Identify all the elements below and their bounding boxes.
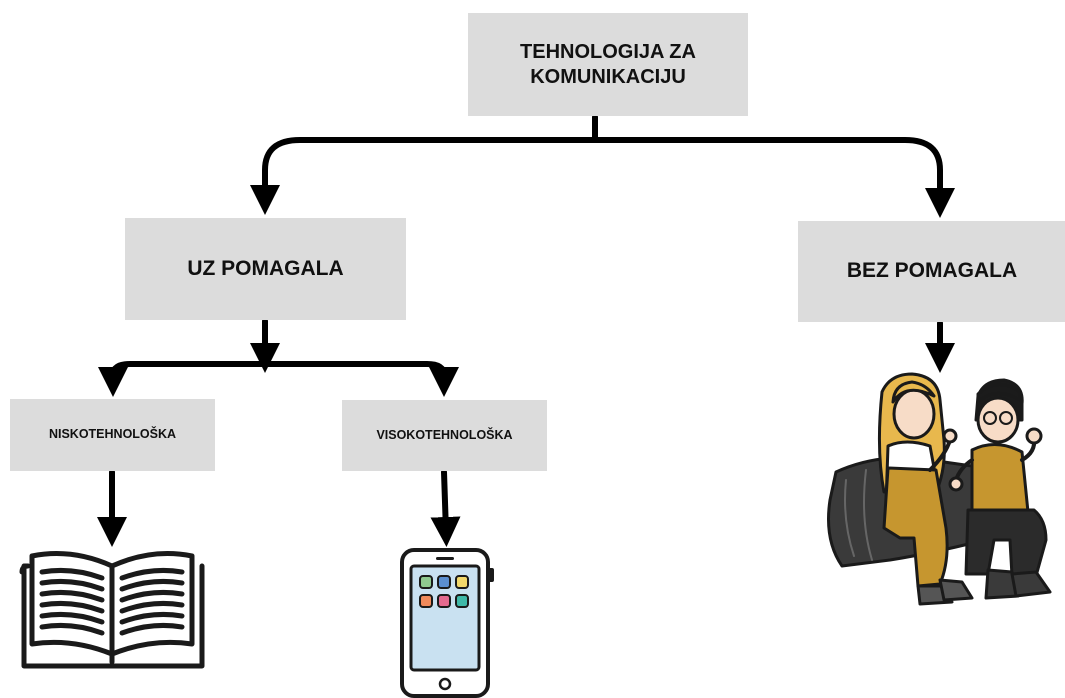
node-unaided: BEZ POMAGALA bbox=[798, 221, 1065, 322]
node-high-tech: VISOKOTEHNOLOŠKA bbox=[342, 400, 547, 471]
node-root: TEHNOLOGIJA ZA KOMUNIKACIJU bbox=[468, 13, 748, 116]
node-aided: UZ POMAGALA bbox=[125, 218, 406, 320]
node-low-tech: NISKOTEHNOLOŠKA bbox=[10, 399, 215, 471]
connector-root-to-aided bbox=[250, 137, 598, 215]
connector-root-to-unaided bbox=[592, 137, 955, 218]
connector-high-tech-to-phone bbox=[430, 469, 461, 547]
connector-aided-to-low-tech bbox=[98, 361, 268, 397]
connector-aided-to-high-tech bbox=[262, 361, 459, 397]
